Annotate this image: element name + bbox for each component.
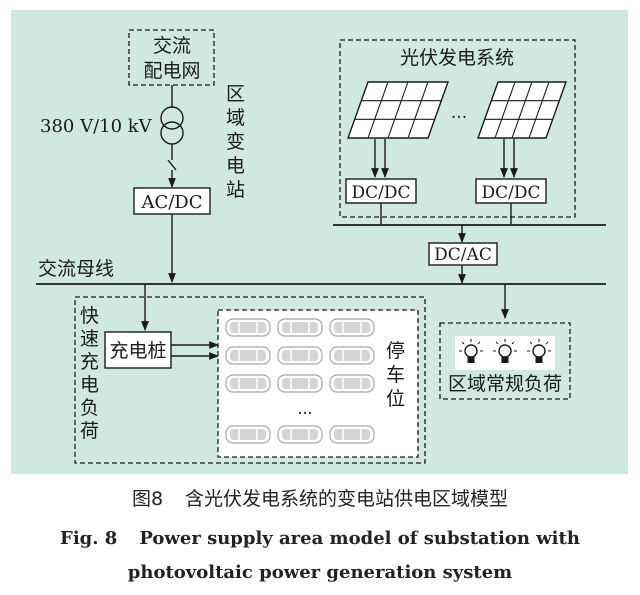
dc-dc-label-2: DC/DC xyxy=(481,183,540,203)
pv-system-label: 光伏发电系统 xyxy=(400,47,514,69)
caption-en-text: Power supply area model of substation wi… xyxy=(139,528,580,549)
grid-label-line2: 配电网 xyxy=(143,60,200,82)
dc-dc-label-1: DC/DC xyxy=(351,183,410,203)
caption-zh-number: 图8 xyxy=(131,488,164,510)
substation-label-char-2: 域 xyxy=(226,107,245,129)
ev-car-icon xyxy=(329,346,375,365)
ac-dc-label: AC/DC xyxy=(140,192,202,213)
fast-charging-char-2: 速 xyxy=(80,328,99,350)
ev-car-icon xyxy=(277,425,323,444)
parking-char-2: 车 xyxy=(386,364,405,386)
grid-box xyxy=(128,29,215,86)
fast-charging-char-6: 荷 xyxy=(80,420,99,442)
pv-system-box xyxy=(339,39,576,218)
ev-car-icon xyxy=(225,374,271,393)
fast-charging-char-4: 电 xyxy=(80,374,99,396)
pv-panel-icon-1 xyxy=(347,81,449,139)
dc-dc-converter-2 xyxy=(475,178,547,204)
fast-charging-char-3: 充 xyxy=(80,351,99,373)
caption-zh-text: 含光伏发电系统的变电站供电区域模型 xyxy=(185,488,509,510)
grid-label-line1: 交流 xyxy=(153,35,191,57)
ac-bus-label: 交流母线 xyxy=(38,258,114,280)
substation-label-char-1: 区 xyxy=(226,83,245,105)
ac-dc-converter xyxy=(133,187,211,215)
pv-ellipsis: ... xyxy=(451,103,467,123)
ev-car-icon xyxy=(277,318,323,337)
fast-charging-char-1: 快 xyxy=(80,305,99,327)
dc-dc-converter-1 xyxy=(345,178,417,204)
figure-caption-zh: 图8 含光伏发电系统的变电站供电区域模型 xyxy=(0,484,640,511)
regular-load-label: 区域常规负荷 xyxy=(448,373,562,395)
substation-label-char-3: 变 xyxy=(226,131,245,153)
dc-ac-inverter xyxy=(428,242,498,266)
ev-car-icon xyxy=(225,346,271,365)
parking-char-1: 停 xyxy=(386,340,405,362)
charger-box xyxy=(104,331,172,369)
ev-car-icon xyxy=(329,318,375,337)
figure-caption-en-line2: photovoltaic power generation system xyxy=(127,562,513,583)
caption-en-number: Fig. 8 xyxy=(60,528,118,549)
ev-car-icon xyxy=(329,425,375,444)
pv-panel-icon-2 xyxy=(477,81,567,139)
parking-char-3: 位 xyxy=(386,388,405,410)
regular-load-box xyxy=(439,322,571,400)
parking-ellipsis: ... xyxy=(297,399,312,418)
ev-car-icon xyxy=(329,374,375,393)
dc-ac-label: DC/AC xyxy=(434,245,492,265)
fast-charging-char-5: 负 xyxy=(80,397,99,419)
charger-label: 充电桩 xyxy=(109,340,166,362)
ev-car-icon xyxy=(277,346,323,365)
substation-label-char-4: 电 xyxy=(226,155,245,177)
figure-caption-en-line1: Fig. 8 Power supply area model of substat… xyxy=(0,528,640,549)
ev-car-icon xyxy=(225,425,271,444)
substation-label-char-5: 站 xyxy=(226,179,245,201)
transformer-rating: 380 V/10 kV xyxy=(40,116,153,137)
fast-charging-load-box xyxy=(74,296,426,464)
ev-car-icon xyxy=(225,318,271,337)
ev-car-icon xyxy=(277,374,323,393)
breaker-switch-icon xyxy=(167,144,177,188)
